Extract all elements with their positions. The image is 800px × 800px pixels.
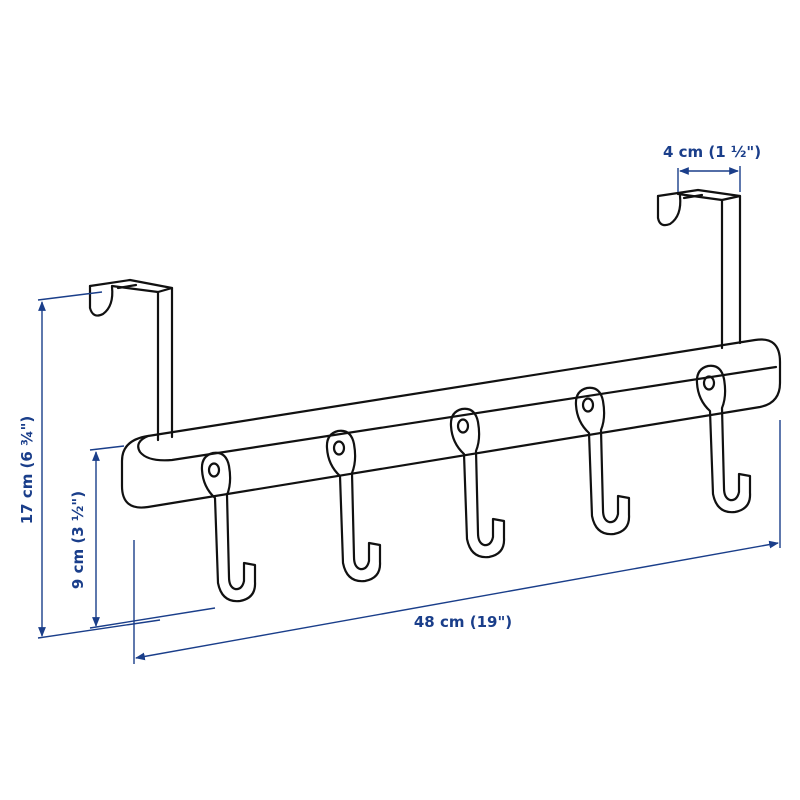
dimension-label-top-width: 4 cm (1 ½") xyxy=(663,143,761,161)
hook-2 xyxy=(325,429,382,583)
hook-rack-drawing xyxy=(88,188,782,603)
dimension-hook-height: 9 cm (3 ½") xyxy=(69,445,216,629)
dimension-top-width: 4 cm (1 ½") xyxy=(663,143,761,192)
hook-3 xyxy=(449,407,506,559)
dimension-length: 48 cm (19") xyxy=(133,420,781,664)
left-door-bracket xyxy=(88,278,174,442)
hook-1 xyxy=(200,451,257,603)
dimension-label-overall-height: 17 cm (6 ¾") xyxy=(18,416,36,525)
hook-5 xyxy=(695,364,752,514)
hook-rail xyxy=(120,338,782,509)
dimension-label-hook-height: 9 cm (3 ½") xyxy=(69,491,87,589)
dimension-annotations: 4 cm (1 ½") 17 cm (6 ¾") 9 cm (3 ½") 48 … xyxy=(18,143,781,664)
hooks xyxy=(200,364,752,603)
hook-4 xyxy=(574,386,631,536)
dimension-label-length: 48 cm (19") xyxy=(414,613,512,631)
right-door-bracket xyxy=(656,188,742,350)
dimension-overall-height: 17 cm (6 ¾") xyxy=(18,291,161,639)
